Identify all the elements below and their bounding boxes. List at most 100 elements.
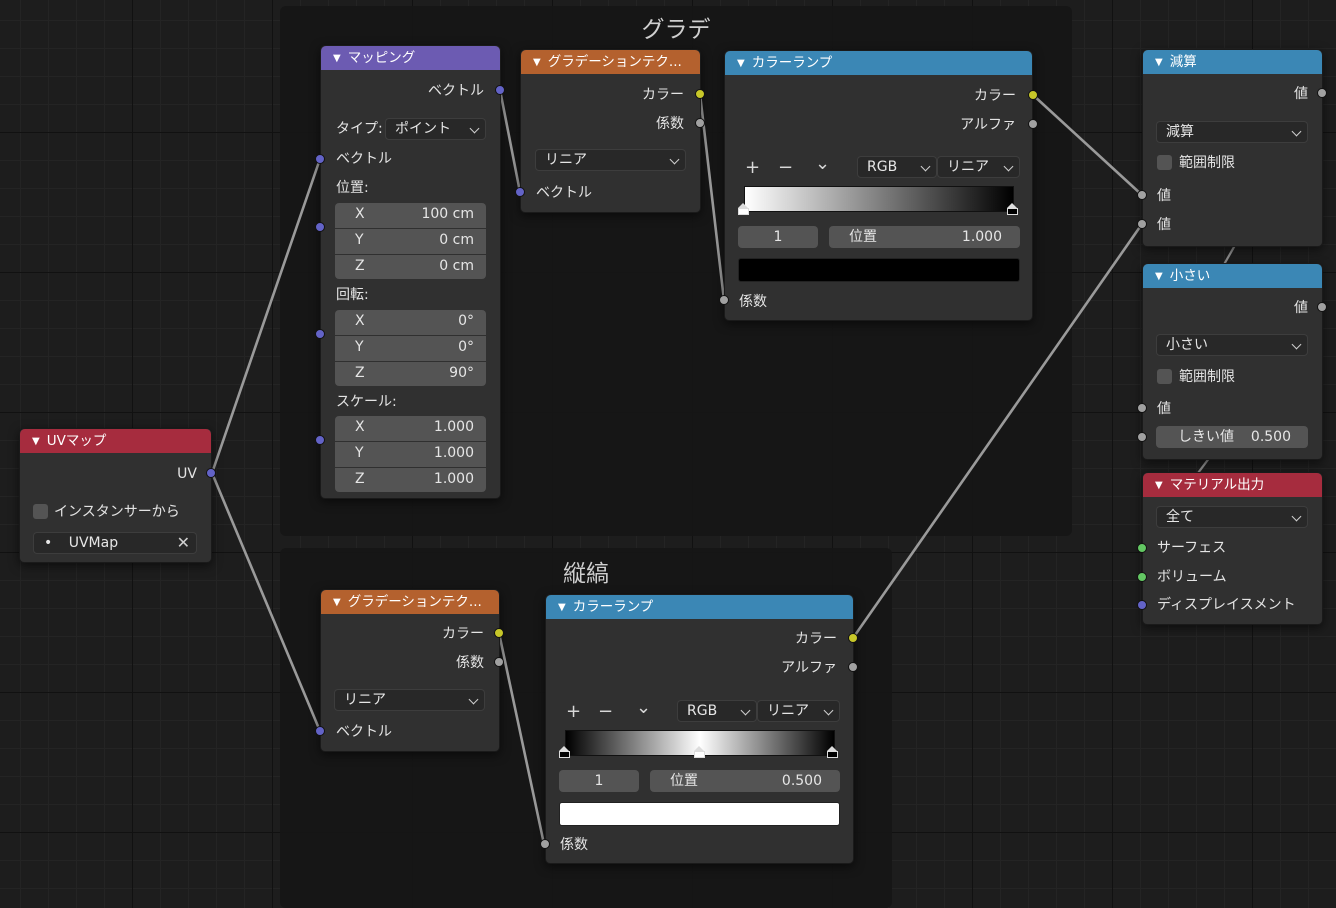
collapse-arrow-icon[interactable]: ▼ <box>558 602 566 613</box>
ramp1-out-color-socket[interactable] <box>1028 90 1038 100</box>
mapping-header[interactable]: ▼マッピング <box>321 46 500 70</box>
gradtex2-type-dropdown[interactable]: リニア <box>334 689 485 711</box>
ramp1-stop-1[interactable] <box>1007 203 1018 215</box>
lessthan-in-value-socket[interactable] <box>1137 403 1147 413</box>
mapping-in-vector-socket[interactable] <box>315 154 325 164</box>
ramp2-out-alpha-socket[interactable] <box>848 662 858 672</box>
add-stop-icon[interactable]: + <box>745 157 761 178</box>
mapping-in-scale-socket[interactable] <box>315 435 325 445</box>
lessthan-clamp-checkbox[interactable] <box>1157 369 1172 384</box>
ramp2-stop-2[interactable] <box>827 746 838 758</box>
collapse-arrow-icon[interactable]: ▼ <box>333 597 341 608</box>
ramp1-in-fac-socket[interactable] <box>719 295 729 305</box>
output-surface-socket[interactable] <box>1137 543 1147 553</box>
output-volume-socket[interactable] <box>1137 572 1147 582</box>
gradtex1-header[interactable]: ▼グラデーションテク... <box>521 50 700 74</box>
from-instancer-checkbox[interactable] <box>33 504 48 519</box>
collapse-arrow-icon[interactable]: ▼ <box>533 57 541 68</box>
ramp2-stop-index[interactable]: 1 <box>559 770 639 792</box>
mapping-in-rotation-socket[interactable] <box>315 329 325 339</box>
gradtex2-header[interactable]: ▼グラデーションテク... <box>321 590 499 614</box>
lessthan-in-threshold-socket[interactable] <box>1137 432 1147 442</box>
menu-chevron-icon[interactable]: ⌄ <box>636 697 652 718</box>
ramp1-out-alpha-socket[interactable] <box>1028 119 1038 129</box>
output-displacement-socket[interactable] <box>1137 600 1147 610</box>
ramp1-stop-index[interactable]: 1 <box>738 226 818 248</box>
ramp1-gradient-bar[interactable] <box>744 186 1014 212</box>
ramp1-color-swatch[interactable] <box>738 258 1020 282</box>
subtract-header[interactable]: ▼減算 <box>1143 50 1322 74</box>
subtract-in-value2-socket[interactable] <box>1137 219 1147 229</box>
ramp1-stop-0[interactable] <box>738 203 749 215</box>
collapse-arrow-icon[interactable]: ▼ <box>1155 57 1163 68</box>
ramp2-stop-1[interactable] <box>694 746 705 758</box>
field-value: 1.000 <box>433 419 474 435</box>
ramp1-interp-dropdown[interactable]: リニア <box>937 156 1020 178</box>
ramp1-header[interactable]: ▼カラーランプ <box>725 51 1032 75</box>
collapse-arrow-icon[interactable]: ▼ <box>1155 480 1163 491</box>
gradtex1-in-vector-socket[interactable] <box>515 187 525 197</box>
mapping-out-vector-socket[interactable] <box>495 85 505 95</box>
gradtex1-out-color-socket[interactable] <box>695 89 705 99</box>
output-target-dropdown[interactable]: 全て <box>1156 506 1308 528</box>
ramp1-mode-dropdown[interactable]: RGB <box>857 156 937 178</box>
uvmap-out-uv-socket[interactable] <box>206 468 216 478</box>
gradtex1-type-dropdown[interactable]: リニア <box>535 149 686 171</box>
uv-name-field[interactable]: • UVMap ✕ <box>33 532 197 554</box>
subtract-in-value2-label: 値 <box>1157 217 1171 233</box>
ramp2-in-fac-socket[interactable] <box>540 839 550 849</box>
gradtex2-out-fac-socket[interactable] <box>494 657 504 667</box>
subtract-out-value-socket[interactable] <box>1317 88 1327 98</box>
ramp2-mode-dropdown[interactable]: RGB <box>677 700 757 722</box>
math-subtract-node[interactable]: ▼減算 値 減算 範囲制限 値 値 <box>1142 49 1323 247</box>
subtract-operation-dropdown[interactable]: 減算 <box>1156 121 1308 143</box>
remove-stop-icon[interactable]: − <box>598 701 614 722</box>
lessthan-operation-dropdown[interactable]: 小さい <box>1156 334 1308 356</box>
clear-icon[interactable]: ✕ <box>176 533 190 552</box>
output-header[interactable]: ▼マテリアル出力 <box>1143 473 1322 497</box>
gradient-texture-node-2[interactable]: ▼グラデーションテク... カラー 係数 リニア ベクトル <box>320 589 500 752</box>
lessthan-header[interactable]: ▼小さい <box>1143 264 1322 288</box>
collapse-arrow-icon[interactable]: ▼ <box>1155 271 1163 282</box>
mapping-in-location-socket[interactable] <box>315 222 325 232</box>
ramp2-color-swatch[interactable] <box>559 802 840 826</box>
remove-stop-icon[interactable]: − <box>778 157 794 178</box>
collapse-arrow-icon[interactable]: ▼ <box>737 58 745 69</box>
material-output-node[interactable]: ▼マテリアル出力 全て サーフェス ボリューム ディスプレイスメント <box>1142 472 1323 625</box>
mapping-type-dropdown[interactable]: ポイント <box>385 118 486 140</box>
ramp2-interp-dropdown[interactable]: リニア <box>757 700 840 722</box>
uvmap-header[interactable]: ▼UVマップ <box>20 429 211 453</box>
uv-map-node[interactable]: ▼UVマップ UV インスタンサーから • UVMap ✕ <box>19 428 212 563</box>
gradtex2-out-color-socket[interactable] <box>494 628 504 638</box>
collapse-arrow-icon[interactable]: ▼ <box>32 436 40 447</box>
gradient-texture-node-1[interactable]: ▼グラデーションテク... カラー 係数 リニア ベクトル <box>520 49 701 213</box>
ramp2-header[interactable]: ▼カラーランプ <box>546 595 853 619</box>
gradtex1-out-fac-socket[interactable] <box>695 118 705 128</box>
ramp2-out-color-socket[interactable] <box>848 633 858 643</box>
subtract-clamp-checkbox[interactable] <box>1157 155 1172 170</box>
collapse-arrow-icon[interactable]: ▼ <box>333 53 341 64</box>
add-stop-icon[interactable]: + <box>566 701 582 722</box>
lessthan-out-value-socket[interactable] <box>1317 302 1327 312</box>
subtract-in-value1-socket[interactable] <box>1137 190 1147 200</box>
ramp2-stop-0[interactable] <box>559 746 570 758</box>
menu-chevron-icon[interactable]: ⌄ <box>815 153 831 174</box>
gradtex2-in-vector-socket[interactable] <box>315 726 325 736</box>
